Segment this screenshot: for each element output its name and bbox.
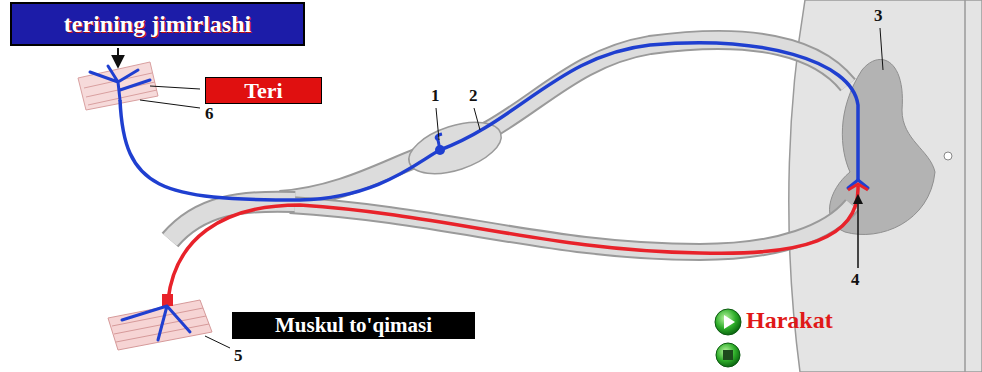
callout-number: 4: [851, 270, 860, 290]
stimulus-arrow: [117, 48, 119, 66]
callout-number: 1: [431, 86, 440, 106]
skin-tissue: [78, 62, 158, 110]
callout-number: 3: [874, 6, 883, 26]
leader-arrow: [857, 196, 859, 268]
dorsal-root-sheath: [280, 40, 848, 200]
sensory-neuron: [120, 43, 858, 200]
leader-line: [205, 336, 230, 348]
muscle-ending: [122, 306, 190, 340]
skin-piece: [78, 62, 158, 110]
sensory-soma: [435, 145, 445, 155]
central-canal: [944, 152, 952, 160]
dorsal-root-fill: [280, 40, 848, 200]
motor-end-plate: [162, 294, 173, 306]
muscle-tissue: [108, 300, 212, 350]
sensory-receptor: [90, 66, 150, 100]
play-button: [715, 309, 741, 335]
action-label: Harakat: [746, 307, 833, 334]
muscle-label-box: Muskul to'qimasi: [232, 312, 475, 339]
muscle-piece: [108, 300, 212, 350]
box-text: Muskul to'qimasi: [275, 313, 432, 338]
leader-line: [436, 108, 439, 140]
callout-number: 2: [469, 86, 478, 106]
stop-button: [716, 343, 740, 367]
motor-cell-body: [848, 184, 868, 190]
box-text: terining jimirlashi: [64, 11, 251, 38]
stimulus-box: terining jimirlashi: [10, 2, 305, 46]
leader-line: [880, 28, 883, 70]
callout-number: 5: [234, 346, 243, 366]
play-icon: [724, 315, 735, 329]
box-text: Teri: [244, 78, 282, 104]
skin-label-box: Teri: [205, 77, 322, 104]
leader-line: [150, 86, 200, 89]
stop-icon: [723, 350, 733, 360]
leader-line: [474, 108, 480, 130]
motor-neuron: [168, 186, 858, 300]
cord-midline: [964, 0, 966, 372]
callout-number: 6: [205, 104, 214, 124]
leader-line: [140, 100, 200, 108]
